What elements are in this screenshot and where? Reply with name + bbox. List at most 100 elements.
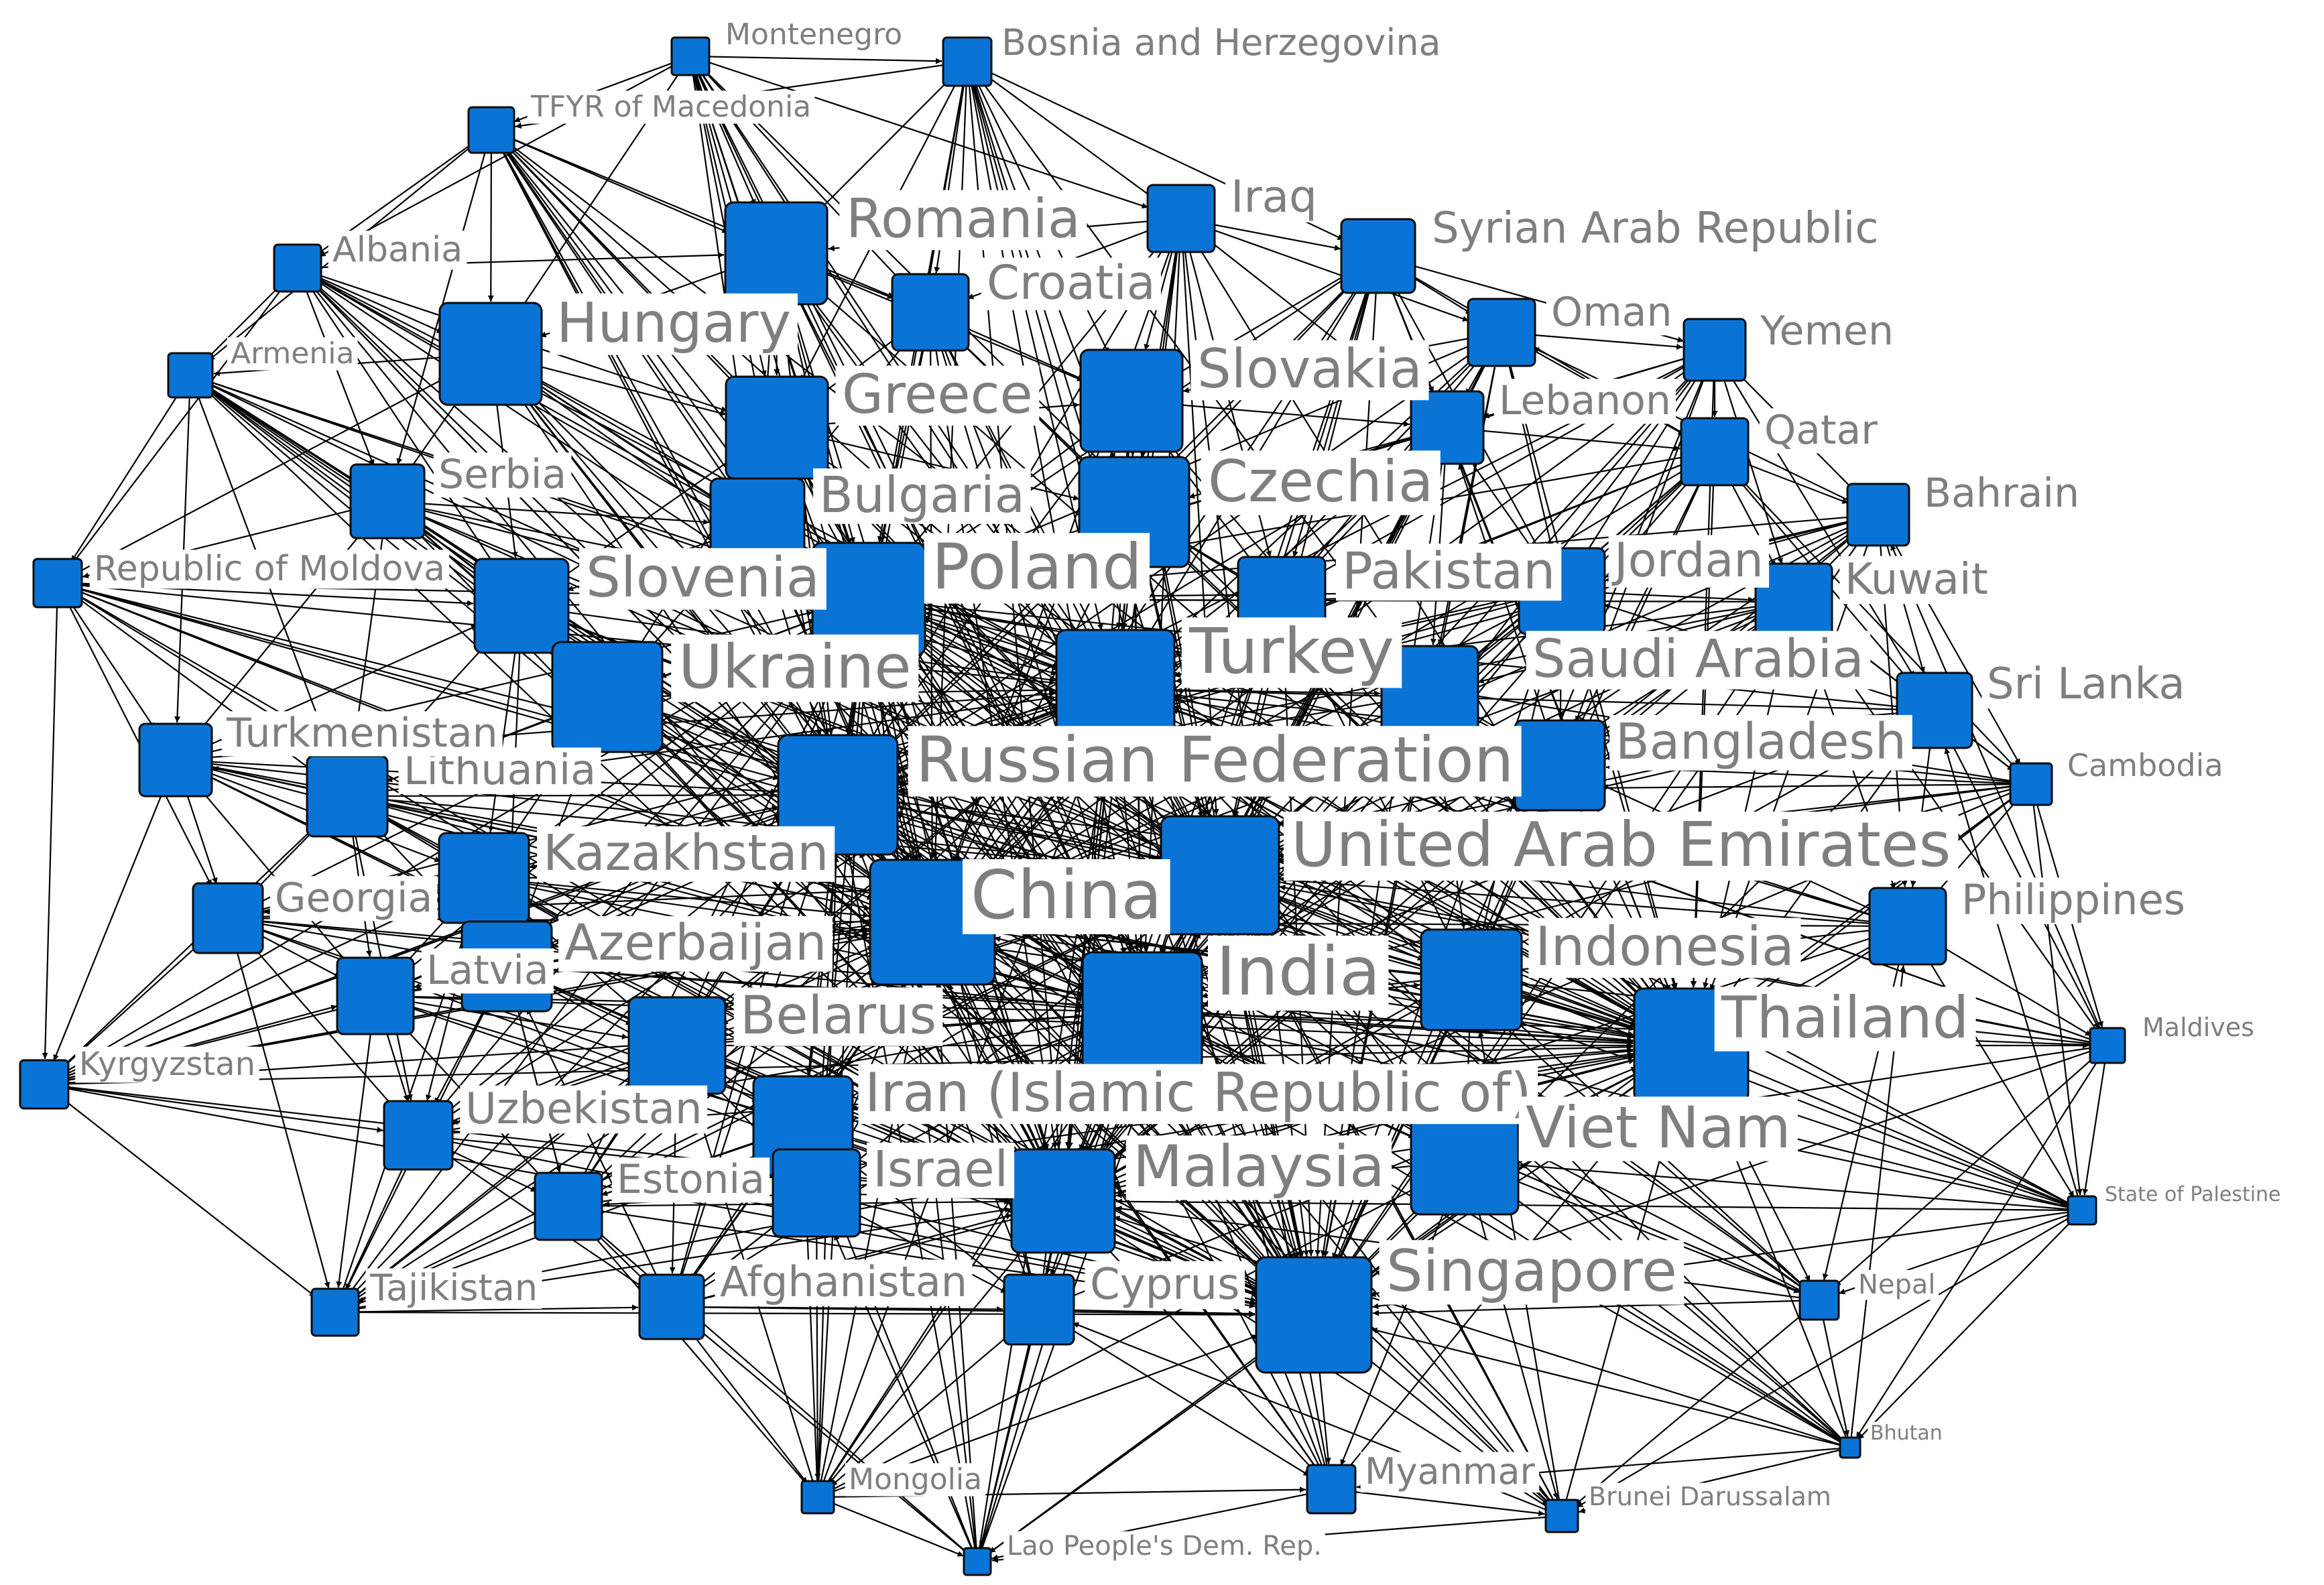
- edge-tajikistan-poland: [334, 645, 835, 1313]
- node-label-indonesia: Indonesia: [1535, 915, 1794, 978]
- edge-palestine-brunei: [1576, 1210, 2083, 1508]
- node-bosnia: [942, 36, 993, 87]
- label-slovakia: Slovakia: [1190, 338, 1429, 401]
- node-label-qatar: Qatar: [1764, 407, 1878, 454]
- label-albania: Albania: [328, 230, 467, 270]
- edge-nepal-brunei: [1575, 1299, 1820, 1506]
- edge-latvia-thailand: [375, 995, 1634, 1046]
- label-background: [269, 876, 438, 922]
- label-background: [1360, 1452, 1540, 1493]
- node-label-afghanistan: Afghanistan: [720, 1257, 967, 1306]
- node-tfyr: [467, 106, 515, 154]
- label-background: [460, 1085, 708, 1134]
- edge-iraq-india: [1142, 218, 1182, 952]
- node-hungary: [438, 302, 543, 406]
- label-singapore: Singapore: [1379, 1238, 1685, 1305]
- edge-montenegro-romania: [689, 56, 756, 206]
- node-label-tfyr: TFYR of Macedonia: [530, 90, 811, 124]
- node-label-yemen: Yemen: [1760, 308, 1894, 355]
- label-background: [671, 634, 919, 702]
- label-uzbekistan: Uzbekistan: [460, 1084, 708, 1134]
- edge-iraq-oman: [1180, 217, 1469, 322]
- label-background: [1609, 714, 1912, 771]
- edge-brunei-china: [978, 965, 1563, 1517]
- label-background: [221, 711, 503, 757]
- edge-bahrain-bangladesh: [1595, 514, 1879, 738]
- label-background: [1208, 936, 1389, 1011]
- label-background: [1855, 1269, 1939, 1300]
- node-romania: [724, 201, 829, 306]
- label-yemen: Yemen: [1755, 308, 1899, 355]
- node-syria: [1340, 218, 1416, 294]
- node-label-albania: Albania: [332, 230, 463, 270]
- edge-oman-jordan: [1500, 332, 1554, 548]
- label-malaysia: Malaysia: [1125, 1133, 1392, 1200]
- node-turkmenistan: [138, 722, 213, 798]
- edge-georgia-tajikistan: [227, 917, 330, 1289]
- node-label-bhutan: Bhutan: [1870, 1421, 1943, 1445]
- label-philippines: Philippines: [1956, 875, 2191, 924]
- node-label-saudi: Saudi Arabia: [1532, 629, 1864, 690]
- node-label-lao: Lao People's Dem. Rep.: [1007, 1531, 1322, 1562]
- label-lebanon: Lebanon: [1493, 377, 1676, 424]
- label-maldives: Maldives: [2139, 1013, 2258, 1043]
- edge-oman-pakistan: [1309, 332, 1502, 566]
- label-background: [858, 1064, 1538, 1125]
- edge-uzbekistan-poland: [418, 643, 833, 1136]
- node-label-singapore: Singapore: [1386, 1238, 1677, 1305]
- label-hungary: Hungary: [550, 292, 798, 355]
- label-background: [924, 533, 1150, 604]
- label-pakistan: Pakistan: [1335, 541, 1562, 601]
- node-palestine: [2067, 1195, 2097, 1226]
- label-background: [1379, 1240, 1685, 1305]
- label-nepal: Nepal: [1855, 1269, 1939, 1300]
- label-bangladesh: Bangladesh: [1609, 713, 1912, 771]
- edge-tajikistan-afghanistan: [334, 1304, 639, 1314]
- node-label-thailand: Thailand: [1721, 985, 1969, 1052]
- label-background: [1714, 987, 1976, 1052]
- edge-kyrgyzstan-lithuania: [44, 824, 318, 1085]
- edge-turkmenistan-kyrgyzstan: [53, 759, 177, 1062]
- node-label-armenia: Armenia: [231, 336, 354, 371]
- label-belarus: Belarus: [733, 986, 943, 1046]
- label-iran: Iran (Islamic Republic of): [858, 1062, 1538, 1125]
- node-afghanistan: [638, 1273, 705, 1340]
- label-background: [2139, 1013, 2258, 1043]
- node-label-serbia: Serbia: [438, 451, 566, 498]
- node-iraq: [1146, 184, 1216, 253]
- edge-armenia-slovenia: [190, 375, 483, 579]
- node-label-vietnam: Viet Nam: [1526, 1094, 1791, 1161]
- label-background: [1190, 340, 1429, 401]
- edge-serbia-turkmenistan: [198, 501, 388, 732]
- label-background: [1868, 1421, 1945, 1445]
- label-background: [433, 452, 572, 498]
- node-label-bosnia: Bosnia and Herzegovina: [1001, 21, 1441, 64]
- node-uae: [1160, 815, 1280, 936]
- edge-yemen-srilanka: [1714, 349, 1915, 678]
- edge-yemen-jordan: [1585, 349, 1715, 554]
- edge-kyrgyzstan-tajikistan: [44, 1084, 316, 1298]
- label-background: [89, 550, 450, 589]
- edge-bangladesh-lebanon: [1458, 462, 1561, 766]
- node-label-bangladesh: Bangladesh: [1615, 713, 1906, 771]
- node-label-czechia: Czechia: [1208, 448, 1433, 515]
- node-mongolia: [800, 1480, 835, 1515]
- edge-afghanistan-singapore: [671, 1306, 1256, 1318]
- edge-nepal-singapore: [1372, 1299, 1820, 1316]
- edge-bosnia-iraq: [967, 61, 1154, 199]
- edge-maldives-bhutan: [1855, 1045, 2108, 1439]
- edge-armenia-turkmenistan: [174, 375, 192, 723]
- node-slovenia: [473, 558, 570, 654]
- node-label-jordan: Jordan: [1611, 533, 1764, 588]
- label-estonia: Estonia: [611, 1156, 770, 1203]
- edge-vietnam-nepal: [1464, 1159, 1800, 1293]
- label-background: [1125, 1135, 1392, 1200]
- edge-lebanon-qatar: [1447, 426, 1680, 452]
- node-singapore: [1255, 1256, 1373, 1374]
- node-label-oman: Oman: [1551, 289, 1672, 336]
- node-montenegro: [670, 36, 711, 76]
- label-serbia: Serbia: [433, 451, 572, 498]
- label-background: [867, 1142, 1015, 1198]
- node-label-mongolia: Mongolia: [849, 1462, 982, 1497]
